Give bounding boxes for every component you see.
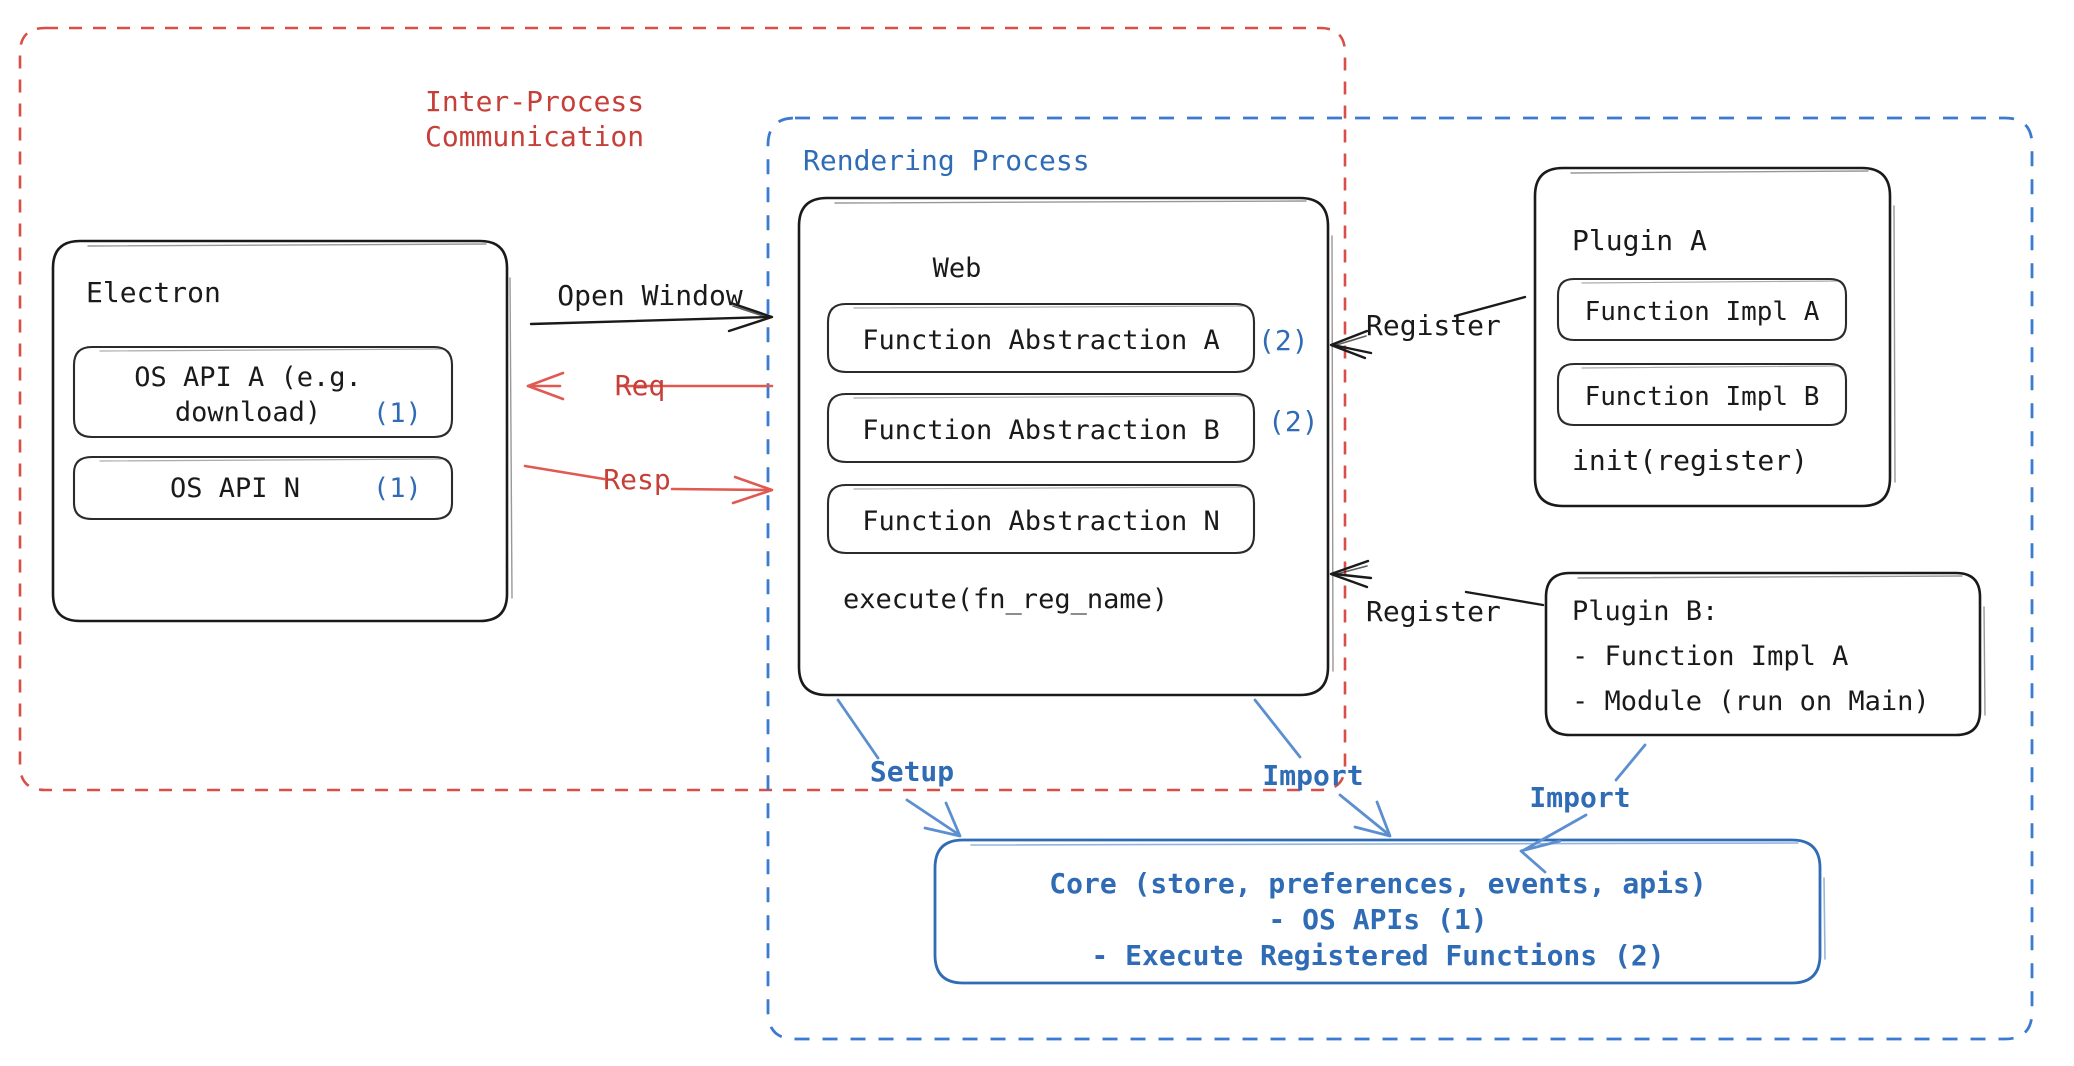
web-execute-footer: execute(fn_reg_name) (843, 584, 1169, 615)
function-impl-a-label: Function Impl A (1584, 297, 1820, 327)
function-impl-b-label: Function Impl B (1584, 382, 1820, 412)
register-plugin-a-label: Register (1366, 309, 1501, 342)
setup-label: Setup (869, 755, 955, 788)
function-abstraction-a-tag: (2) (1258, 324, 1309, 357)
import-web-label: Import (1262, 759, 1364, 792)
import-plugin-b-arrow (1519, 743, 1647, 874)
plugin-a-title: Plugin A (1572, 224, 1707, 257)
electron-title: Electron (86, 276, 221, 309)
ipc-region-boundary (18, 26, 1347, 792)
core-line-title: Core (store, preferences, events, apis) (1049, 867, 1707, 900)
plugin-b-item-function-impl-a: - Function Impl A (1572, 641, 1849, 672)
os-api-a-label: OS API A (e.g. download) (134, 362, 362, 428)
core-line-execute-registered: - Execute Registered Functions (2) (1091, 939, 1665, 972)
ipc-region-label-line1: Inter-Process (425, 85, 645, 118)
function-abstraction-a-label: Function Abstraction A (862, 325, 1220, 356)
plugin-b-title: Plugin B: (1572, 596, 1719, 627)
register-plugin-b-arrow (1329, 559, 1545, 607)
import-web-arrow (1253, 698, 1392, 838)
open-window-arrow (529, 301, 774, 333)
os-api-n-label: OS API N (169, 473, 301, 504)
plugin-b-box (1544, 571, 1986, 737)
function-abstraction-a-box (826, 302, 1256, 374)
os-api-a-tag: (1) (373, 398, 422, 429)
resp-arrow (523, 464, 774, 505)
resp-label: Resp (603, 463, 671, 496)
plugin-a-init-footer: init(register) (1572, 444, 1809, 477)
setup-arrow (836, 698, 962, 838)
function-abstraction-n-box (826, 483, 1256, 555)
plugin-b-item-module: - Module (run on Main) (1572, 686, 1930, 717)
import-plugin-b-label: Import (1529, 781, 1631, 814)
os-api-n-box (72, 455, 454, 521)
os-api-n-tag: (1) (373, 473, 422, 504)
os-api-a-box (72, 345, 454, 439)
function-abstraction-b-label: Function Abstraction B (862, 415, 1220, 446)
open-window-label: Open Window (557, 279, 743, 312)
rendering-process-region-boundary (766, 116, 2034, 1041)
req-label: Req (614, 369, 666, 402)
rendering-process-region-label: Rendering Process (803, 144, 1090, 177)
function-abstraction-n-label: Function Abstraction N (862, 506, 1220, 537)
register-plugin-a-arrow (1329, 295, 1527, 360)
core-line-os-apis: - OS APIs (1) (1268, 903, 1488, 936)
web-title: Web (932, 253, 982, 284)
ipc-region-label-line2: Communication (425, 120, 645, 153)
req-arrow (526, 371, 774, 401)
function-abstraction-b-box (826, 392, 1256, 464)
register-plugin-b-label: Register (1366, 595, 1501, 628)
function-impl-a-box (1556, 277, 1848, 342)
function-abstraction-b-tag: (2) (1268, 405, 1319, 438)
function-impl-b-box (1556, 362, 1848, 427)
core-box (933, 838, 1826, 985)
